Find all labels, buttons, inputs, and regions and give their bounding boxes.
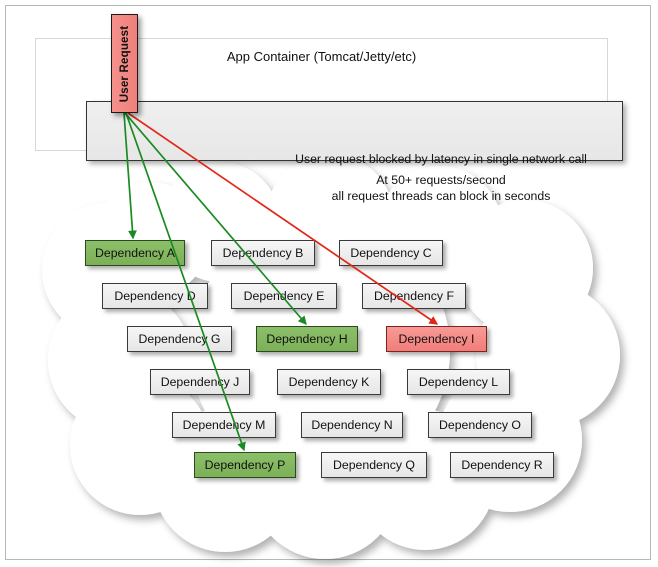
dependency-label: Dependency C: [350, 246, 432, 260]
dependency-label: Dependency G: [138, 332, 221, 346]
dependency-label: Dependency F: [374, 289, 454, 303]
dependency-box-r[interactable]: Dependency R: [450, 452, 554, 478]
dependency-box-o[interactable]: Dependency O: [428, 412, 532, 438]
dependency-label: Dependency O: [438, 418, 522, 432]
dependency-box-j[interactable]: Dependency J: [150, 369, 250, 395]
dependency-label: Dependency D: [114, 289, 196, 303]
dependency-label: Dependency J: [160, 375, 240, 389]
dependency-box-m[interactable]: Dependency M: [172, 412, 276, 438]
dependency-label: Dependency H: [266, 332, 348, 346]
dependency-box-d[interactable]: Dependency D: [102, 283, 208, 309]
dependency-box-l[interactable]: Dependency L: [407, 369, 510, 395]
dependency-label: Dependency E: [243, 289, 325, 303]
dependency-box-q[interactable]: Dependency Q: [321, 452, 427, 478]
dependency-box-p[interactable]: Dependency P: [194, 452, 296, 478]
annotation-line-1: User request blocked by latency in singl…: [295, 152, 587, 166]
dependency-box-g[interactable]: Dependency G: [127, 326, 232, 352]
dependency-label: Dependency N: [311, 418, 393, 432]
dependency-label: Dependency A: [95, 246, 175, 260]
annotation-line-2: At 50+ requests/second: [376, 173, 506, 187]
dependency-label: Dependency M: [182, 418, 266, 432]
dependency-label: Dependency L: [418, 375, 499, 389]
dependency-box-n[interactable]: Dependency N: [301, 412, 403, 438]
dependency-label: Dependency Q: [332, 458, 416, 472]
dependency-box-f[interactable]: Dependency F: [362, 283, 466, 309]
dependency-label: Dependency R: [461, 458, 543, 472]
dependency-label: Dependency I: [398, 332, 475, 346]
dependency-box-a[interactable]: Dependency A: [85, 240, 185, 266]
dependency-box-i[interactable]: Dependency I: [386, 326, 487, 352]
dependency-label: Dependency B: [222, 246, 304, 260]
dependency-box-b[interactable]: Dependency B: [211, 240, 315, 266]
dependency-box-k[interactable]: Dependency K: [277, 369, 381, 395]
annotation-line-3: all request threads can block in seconds: [331, 189, 551, 203]
dependency-box-h[interactable]: Dependency H: [256, 326, 358, 352]
dependency-label: Dependency P: [204, 458, 286, 472]
app-container-title: App Container (Tomcat/Jetty/etc): [226, 49, 417, 64]
user-request-label: User Request: [118, 25, 131, 102]
dependency-label: Dependency K: [288, 375, 370, 389]
user-request-box[interactable]: User Request: [111, 14, 138, 113]
dependency-box-e[interactable]: Dependency E: [231, 283, 337, 309]
dependency-box-c[interactable]: Dependency C: [339, 240, 443, 266]
